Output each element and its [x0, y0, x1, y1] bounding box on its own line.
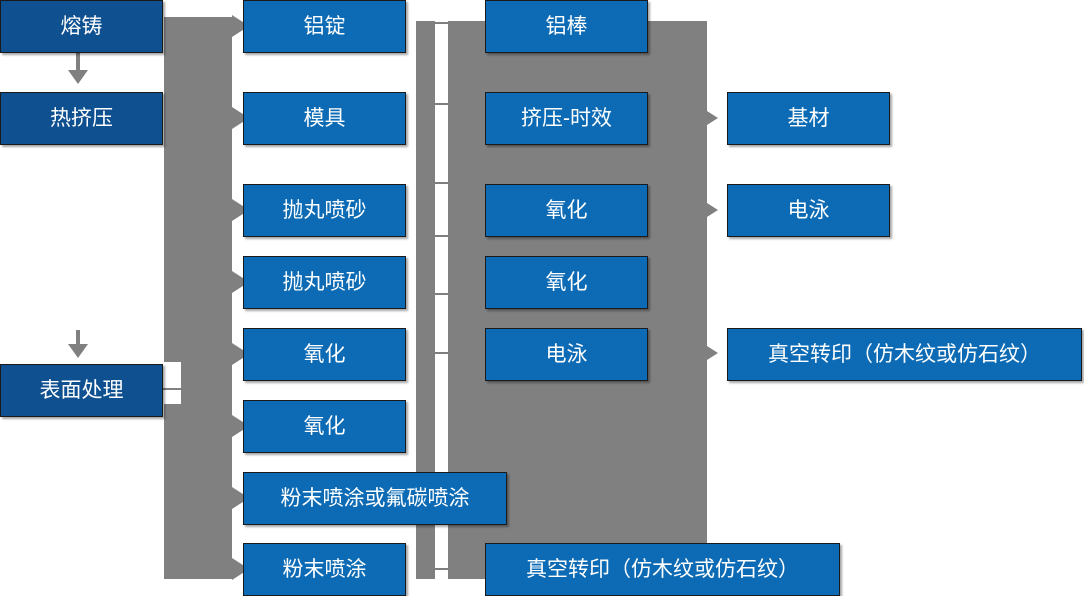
node-col3-5[interactable]: 电泳: [485, 328, 648, 381]
node-col4-1-label: 基材: [787, 106, 830, 130]
node-col4-1[interactable]: 基材: [727, 92, 890, 145]
connector-bracket-tick-4: [435, 235, 454, 237]
node-col2-8-label: 粉末喷涂: [282, 557, 367, 581]
connector-bracket-tick-6: [435, 352, 454, 354]
node-col3-2[interactable]: 挤压-时效: [485, 92, 648, 145]
connector-bracket-tick-2: [435, 103, 454, 105]
connector-stage2-to-stage3-stem: [76, 330, 80, 352]
node-col2-1-label: 铝锭: [303, 14, 346, 38]
node-stage-1[interactable]: 熔铸: [0, 0, 163, 53]
connector-bracket-tick-1: [435, 22, 454, 24]
connector-stage1-to-stage2-arrow: [68, 70, 88, 84]
node-col2-5-label: 氧化: [303, 342, 346, 366]
node-col4-2-label: 电泳: [787, 198, 830, 222]
connector-bus-left: [164, 17, 232, 579]
connector-arrow-bus-right-2: [707, 203, 718, 217]
node-col2-4[interactable]: 抛丸喷砂: [243, 256, 406, 309]
node-col4-3-label: 真空转印（仿木纹或仿石纹）: [768, 342, 1041, 366]
connector-stub-surface-treatment: [163, 388, 185, 390]
node-col2-3[interactable]: 抛丸喷砂: [243, 184, 406, 237]
node-col3-4-label: 氧化: [545, 270, 588, 294]
node-col3-5-label: 电泳: [545, 342, 588, 366]
connector-arrow-bus-right-1: [707, 111, 718, 125]
node-stage-1-label: 熔铸: [60, 14, 103, 38]
node-col2-4-label: 抛丸喷砂: [282, 270, 367, 294]
node-stage-2[interactable]: 热挤压: [0, 92, 163, 145]
node-col2-1[interactable]: 铝锭: [243, 0, 406, 53]
node-col3-1[interactable]: 铝棒: [485, 0, 648, 53]
connector-bracket-tick-7: [435, 568, 454, 570]
connector-bus-left-notch: [164, 362, 181, 404]
node-col2-6[interactable]: 氧化: [243, 400, 406, 453]
connector-bracket-tick-3: [435, 182, 454, 184]
node-col4-2[interactable]: 电泳: [727, 184, 890, 237]
connector-bracket-tick-5: [435, 293, 454, 295]
node-col2-3-label: 抛丸喷砂: [282, 198, 367, 222]
node-stage-3[interactable]: 表面处理: [0, 364, 163, 417]
connector-stage1-to-stage2-stem: [76, 52, 80, 74]
connector-bracket-left-bar: [416, 21, 435, 579]
node-col4-3[interactable]: 真空转印（仿木纹或仿石纹）: [727, 328, 1082, 381]
node-col2-2[interactable]: 模具: [243, 92, 406, 145]
connector-stage2-to-stage3-arrow: [68, 344, 88, 358]
node-col2-6-label: 氧化: [303, 414, 346, 438]
node-col3-6[interactable]: 真空转印（仿木纹或仿石纹）: [485, 543, 840, 596]
node-col2-2-label: 模具: [303, 106, 346, 130]
node-col3-4[interactable]: 氧化: [485, 256, 648, 309]
node-stage-2-label: 热挤压: [50, 106, 113, 130]
node-col2-7[interactable]: 粉末喷涂或氟碳喷涂: [243, 472, 507, 525]
node-col3-3-label: 氧化: [545, 198, 588, 222]
node-col3-6-label: 真空转印（仿木纹或仿石纹）: [526, 557, 799, 581]
node-col2-5[interactable]: 氧化: [243, 328, 406, 381]
node-col2-8[interactable]: 粉末喷涂: [243, 543, 406, 596]
node-stage-3-label: 表面处理: [39, 378, 124, 402]
connector-arrow-bus-right-3: [707, 346, 718, 360]
node-col3-2-label: 挤压-时效: [521, 106, 612, 130]
node-col3-1-label: 铝棒: [545, 14, 588, 38]
node-col2-7-label: 粉末喷涂或氟碳喷涂: [280, 486, 470, 510]
node-col3-3[interactable]: 氧化: [485, 184, 648, 237]
